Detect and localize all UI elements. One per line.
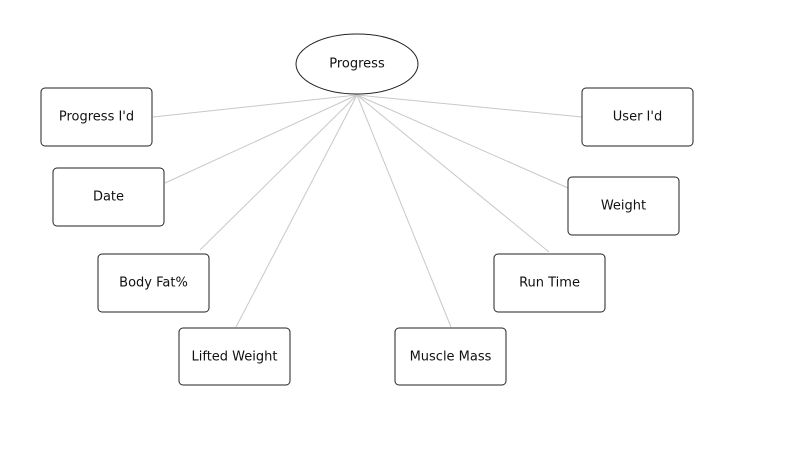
connector-user-id: [356, 94, 583, 118]
attribute-box: [581, 87, 694, 147]
attribute-muscle-mass[interactable]: Muscle Mass: [394, 327, 507, 386]
attribute-box: [394, 327, 507, 386]
connector-lifted-weight: [235, 94, 358, 328]
attribute-box: [97, 253, 210, 313]
progress-label: Progress: [329, 57, 385, 72]
attribute-label: Run Time: [519, 276, 580, 291]
attribute-run-time[interactable]: Run Time: [493, 253, 606, 313]
attribute-lifted-weight[interactable]: Lifted Weight: [178, 327, 291, 386]
attribute-label: User I'd: [613, 110, 662, 125]
connectors: [152, 94, 583, 328]
connector-muscle-mass: [356, 94, 452, 328]
attribute-weight[interactable]: Weight: [567, 176, 680, 236]
progress-ellipse: [295, 33, 419, 95]
progress-entity[interactable]: Progress: [295, 33, 419, 95]
attribute-box: [178, 327, 291, 386]
connector-date: [164, 94, 358, 184]
attribute-label: Weight: [601, 199, 646, 214]
attribute-box: [40, 87, 153, 147]
attribute-label: Body Fat%: [119, 276, 188, 291]
connector-body-fat: [199, 94, 358, 251]
attribute-label: Muscle Mass: [410, 350, 492, 365]
connector-run-time: [356, 94, 550, 253]
attribute-label: Progress I'd: [59, 110, 134, 125]
attribute-progress-id[interactable]: Progress I'd: [40, 87, 153, 147]
connector-progress-id: [152, 94, 358, 118]
attribute-box: [52, 167, 165, 227]
attribute-box: [567, 176, 680, 236]
attribute-box: [493, 253, 606, 313]
attribute-label: Lifted Weight: [192, 350, 278, 365]
attribute-body-fat[interactable]: Body Fat%: [97, 253, 210, 313]
attribute-user-id[interactable]: User I'd: [581, 87, 694, 147]
attribute-label: Date: [93, 190, 124, 205]
connector-weight: [356, 94, 569, 189]
attribute-date[interactable]: Date: [52, 167, 165, 227]
